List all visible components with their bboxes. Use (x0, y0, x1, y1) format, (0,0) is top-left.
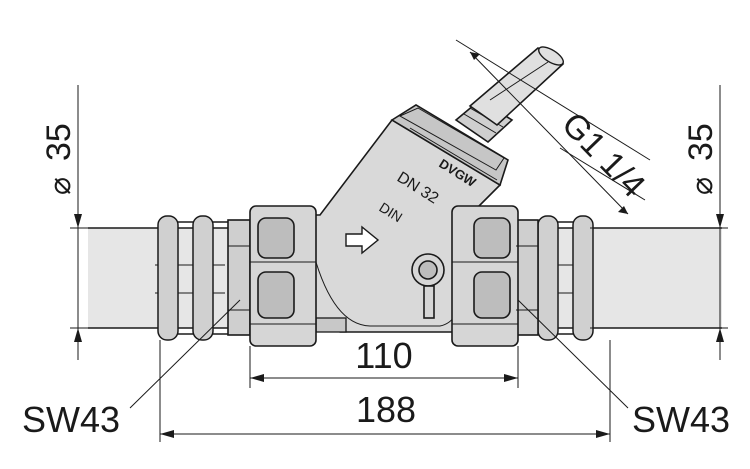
diameter-icon: ⌀ (686, 177, 719, 195)
dimension-right-diameter: ⌀ 35 (590, 85, 728, 360)
right-press-fitting (512, 215, 722, 341)
valve-body (299, 104, 509, 333)
left-union-nut (227, 205, 317, 347)
inner-length-value: 110 (355, 335, 412, 376)
dimension-inner-length: 110 (249, 335, 519, 388)
right-union-nut (451, 205, 539, 347)
overall-length-value: 188 (356, 389, 416, 430)
wrench-right-label: SW43 (632, 399, 730, 440)
flow-arrow-icon (345, 225, 380, 255)
test-port (411, 253, 445, 319)
wrench-left-label: SW43 (22, 399, 120, 440)
dimension-left-diameter: ⌀ 35 (40, 85, 155, 360)
left-press-fitting (88, 215, 238, 341)
wrench-size-left: SW43 (22, 299, 241, 440)
dimension-overall-length: 188 (159, 340, 611, 442)
diameter-icon: ⌀ (44, 177, 77, 195)
left-diameter-value: 35 (40, 123, 78, 161)
thread-label: G1 1/4 (554, 105, 652, 205)
spindle (454, 46, 565, 144)
right-diameter-value: 35 (682, 123, 720, 161)
wrench-size-right: SW43 (517, 299, 730, 440)
